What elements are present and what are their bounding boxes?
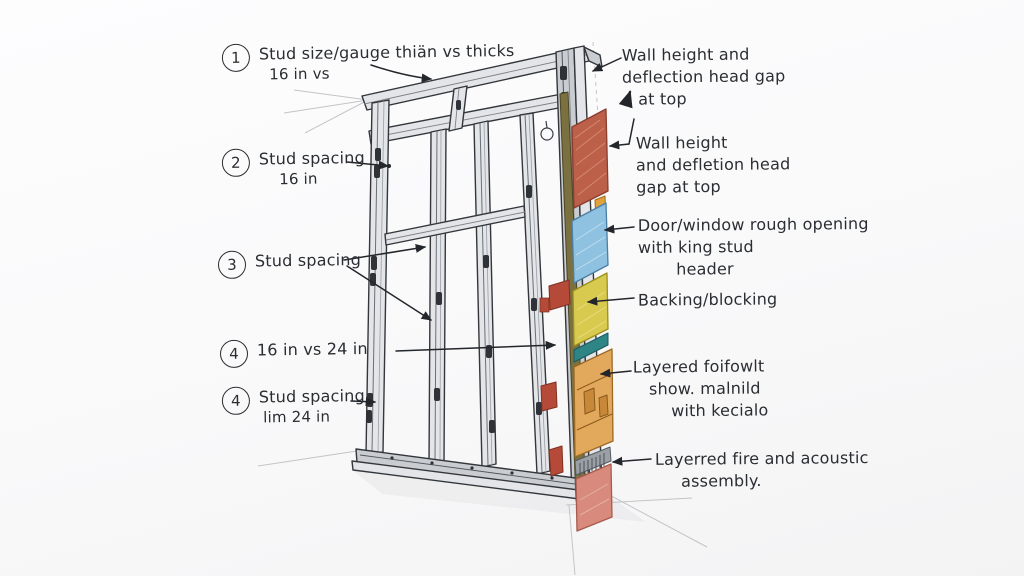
leader-16-vs-24 (395, 340, 557, 352)
panel-teal-strip (573, 332, 609, 363)
circled-number-4b: 4 (221, 386, 251, 415)
label-line: show. malnild (648, 378, 761, 399)
label-line: Stud spacing (258, 386, 366, 407)
leader-stud-size (370, 64, 433, 83)
panel-red-top (571, 108, 609, 209)
panel-pink-hatch (579, 483, 610, 516)
leader-layered-mid (599, 368, 632, 378)
clip-red-small (539, 297, 550, 313)
label-backing-blocking: Backing/blocking (638, 288, 778, 311)
label-line: header (676, 259, 734, 279)
leader-stud-spacing-16 (346, 160, 390, 170)
ground-shadow (350, 468, 646, 522)
leader-stud-spacing-3b (346, 265, 433, 321)
label-line: 16 in (279, 169, 318, 189)
label-line: and defletion head (635, 154, 791, 175)
label-line: with kecialo (671, 400, 769, 421)
label-rough-opening: Door/window rough opening with king stud… (638, 213, 869, 281)
panel-wood-details (576, 373, 613, 431)
label-line: Stud spacing (258, 148, 366, 169)
label-line: deflection head gap (621, 66, 786, 87)
label-wall-height-1: Wall height and deflection head gap at t… (622, 43, 786, 110)
label-line: with king stud (637, 236, 754, 258)
label-line: at top (638, 89, 687, 109)
label-line: lim 24 in (263, 407, 331, 427)
label-line: Layered foifowlt (632, 356, 765, 377)
layered-assembly-edge (539, 91, 614, 532)
clip-red-mid (540, 381, 558, 412)
label-line: assembly. (681, 471, 762, 491)
mid-blocking (384, 205, 526, 246)
leader-wall-height-2 (608, 118, 635, 150)
leader-backing (586, 296, 635, 306)
label-stud-spacing-3: 3 Stud spacing (217, 249, 362, 279)
leader-stud-spacing-3a (343, 244, 427, 261)
studs (365, 99, 551, 475)
panel-pink-bottom (575, 463, 613, 532)
clip-red-angle (548, 279, 571, 311)
leader-wall-height-up (618, 90, 633, 109)
circled-number-3: 3 (217, 250, 247, 279)
panel-yellow (572, 272, 609, 347)
panel-blue (571, 202, 609, 284)
label-stud-spacing-16: 2 Stud spacing 16 in (221, 147, 366, 191)
label-fire-acoustic: Layerred fire and acoustic assembly. (655, 447, 869, 493)
leader-fire-acoustic (611, 456, 652, 466)
circled-number-1: 1 (221, 43, 251, 73)
leader-lines (343, 57, 652, 466)
label-line: Stud spacing (254, 250, 362, 271)
panel-blue-hatch (575, 221, 607, 271)
label-line: Stud size/gauge thiän vs thicks (258, 40, 515, 64)
label-stud-spacing-24: 4 Stud spacing lim 24 in (221, 385, 366, 429)
leader-rough-opening (603, 224, 635, 234)
label-line: Door/window rough opening (637, 213, 869, 236)
label-16-vs-24: 4 16 in vs 24 in (219, 338, 368, 369)
hanger-loop-detail (540, 120, 554, 141)
label-line: Layerred fire and acoustic (654, 448, 869, 469)
label-line: Backing/blocking (637, 289, 778, 310)
label-line: 16 in vs 24 in (256, 338, 368, 360)
gasket-hatch (579, 453, 605, 476)
leader-stud-spacing-24 (350, 397, 377, 407)
circled-number-2: 2 (221, 148, 251, 177)
label-line: Wall height and (621, 44, 750, 65)
label-line: gap at top (636, 176, 721, 197)
panel-red-hatch (574, 119, 607, 196)
clip-red-bottom (548, 445, 564, 477)
label-wall-height-2: Wall height and defletion head gap at to… (636, 131, 791, 198)
label-line: 16 in vs (269, 64, 330, 84)
label-line: Wall height (635, 132, 728, 153)
circled-number-4a: 4 (219, 339, 249, 369)
label-layered-mid: Layered foifowlt show. malnild with keci… (633, 355, 769, 422)
leader-wall-height-1 (591, 57, 622, 72)
label-stud-size-gauge: 1 Stud size/gauge thiän vs thicks 16 in … (221, 40, 515, 86)
